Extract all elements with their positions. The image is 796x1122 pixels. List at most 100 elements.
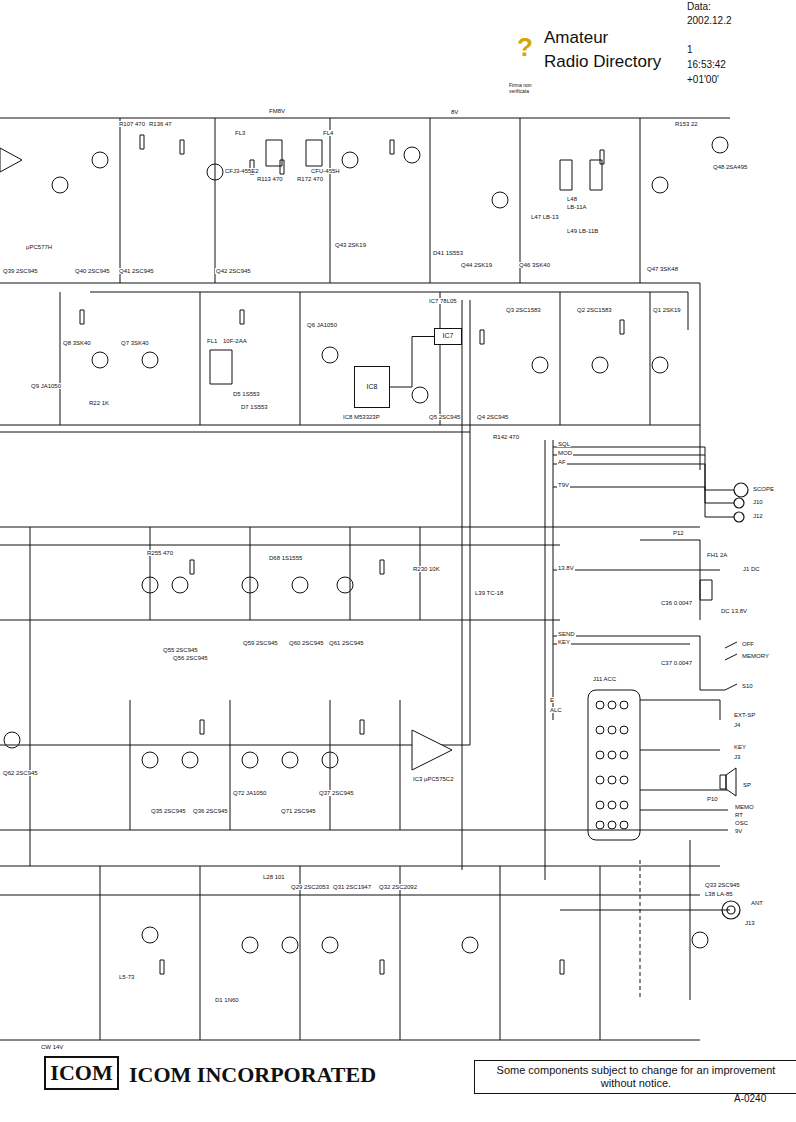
component-label: Q8 3SK40	[62, 340, 92, 346]
notice-box: Some components subject to change for an…	[474, 1060, 796, 1094]
component-label: Firma non	[508, 83, 533, 88]
component-label: KEY	[557, 639, 571, 645]
component-label: R107 470	[118, 121, 146, 127]
component-label: Q43 2SK19	[334, 242, 367, 248]
component-label: D41 1S553	[432, 250, 464, 256]
ic-box: IC8	[354, 366, 390, 408]
component-label: Q7 3SK40	[120, 340, 150, 346]
component-label: CFJ3-455E2	[224, 168, 260, 174]
component-label: ICOM INCORPORATED	[128, 1064, 377, 1086]
component-label: Q29 2SC2053	[290, 884, 330, 890]
component-label: L28 101	[262, 874, 286, 880]
component-label: SQL	[557, 441, 571, 447]
component-label: Q9 JA1050	[30, 383, 62, 389]
component-label: C37 0.0047	[660, 660, 693, 666]
component-label: +01'00'	[686, 75, 720, 85]
component-label: Q31 2SC1947	[332, 884, 372, 890]
component-label: Q48 2SA495	[712, 164, 748, 170]
component-label: Q39 2SC945	[2, 268, 39, 274]
component-label: D68 1S1555	[268, 555, 303, 561]
component-label: Q72 JA1050	[232, 790, 267, 796]
component-label: 13.8V	[557, 565, 575, 571]
component-label: R142 470	[492, 434, 520, 440]
component-label: Amateur	[543, 29, 609, 46]
component-label: L39 TC-18	[474, 590, 504, 596]
component-label: C36 0.0047	[660, 600, 693, 606]
component-label: IC8 M53323P	[342, 414, 381, 420]
component-label: Q6 JA1050	[306, 322, 338, 328]
component-label: T9V	[557, 482, 570, 488]
component-label: ANT	[750, 900, 764, 906]
component-label: SP	[742, 782, 752, 788]
jack-symbol	[722, 483, 748, 919]
component-label: SEND	[557, 631, 576, 637]
node-text: Some components subject to change for an…	[479, 1064, 793, 1089]
component-label: R172 470	[296, 176, 324, 182]
wire	[0, 118, 734, 1040]
component-label: verificata	[508, 89, 530, 94]
component-label: R22 1K	[88, 400, 110, 406]
transistor-symbol	[4, 137, 728, 953]
component-label: 16:53:42	[686, 60, 727, 70]
component-label: L47 LB-13	[530, 214, 560, 220]
component-label: 8V	[450, 109, 459, 115]
component-label: P12	[672, 530, 685, 536]
component-label: J1 DC	[742, 566, 761, 572]
component-label: DC 13.8V	[720, 608, 748, 614]
component-label: FH1 2A	[706, 552, 728, 558]
component-label: S10	[741, 683, 754, 689]
component-label: RT	[734, 812, 744, 818]
component-label: R113 470	[256, 176, 284, 182]
component-label: J12	[752, 513, 764, 519]
node-text: IC7	[443, 332, 454, 340]
component-label: E	[549, 697, 555, 703]
component-label: Q61 2SC945	[328, 640, 365, 646]
component-label: MEMO	[734, 804, 755, 810]
component-label: Q36 2SC945	[192, 808, 229, 814]
component-label: Q5 2SC945	[428, 414, 461, 420]
component-label: ALC	[549, 707, 563, 713]
component-label: Q3 2SC1583	[505, 307, 542, 313]
component-label: D7 1S553	[240, 404, 269, 410]
component-label: AF	[557, 459, 567, 465]
component-label: 1	[686, 45, 694, 55]
component-label: Q41 2SC945	[118, 268, 155, 274]
component-label: LB-11A	[566, 204, 588, 210]
component-label: OSC	[734, 820, 749, 826]
component-label: A-0240	[733, 1094, 767, 1104]
logo-box: ICOM	[44, 1056, 119, 1090]
switch-symbol	[700, 580, 737, 690]
component-label: CFU-455H	[310, 168, 341, 174]
component-label: Q32 2SC2092	[378, 884, 418, 890]
component-label: D5 1S553	[232, 391, 261, 397]
node-text: ICOM	[50, 1060, 112, 1085]
wire-connector	[390, 337, 434, 388]
component-label: J10	[752, 499, 764, 505]
component-label: L38 LA-85	[704, 891, 734, 897]
component-label: L48	[566, 196, 578, 202]
component-label: MEMORY	[741, 653, 770, 659]
speaker-symbol	[720, 768, 736, 796]
component-label: Q35 2SC945	[150, 808, 187, 814]
component-label: J4	[733, 722, 741, 728]
component-label: µPC577H	[25, 244, 53, 250]
component-label: KEY	[733, 744, 747, 750]
component-label: CW 14V	[40, 1044, 64, 1050]
component-label: Q47 3SK48	[646, 266, 679, 272]
component-label: Q37 2SC945	[318, 790, 355, 796]
component-label: Q56 2SC945	[172, 655, 209, 661]
component-label: FM8V	[268, 108, 286, 114]
dashed-line	[640, 860, 641, 1000]
component-label: R153 22	[674, 121, 699, 127]
component-label: Q40 2SC945	[74, 268, 111, 274]
component-label: Q55 2SC945	[162, 647, 199, 653]
component-label: ?	[516, 34, 534, 60]
component-label: P10	[706, 796, 719, 802]
component-label: Q44 2SK19	[460, 262, 493, 268]
component-label: Q42 2SC945	[215, 268, 252, 274]
component-label: FL1	[206, 338, 218, 344]
component-label: FL3	[234, 130, 246, 136]
component-label: R230 10K	[412, 566, 441, 572]
